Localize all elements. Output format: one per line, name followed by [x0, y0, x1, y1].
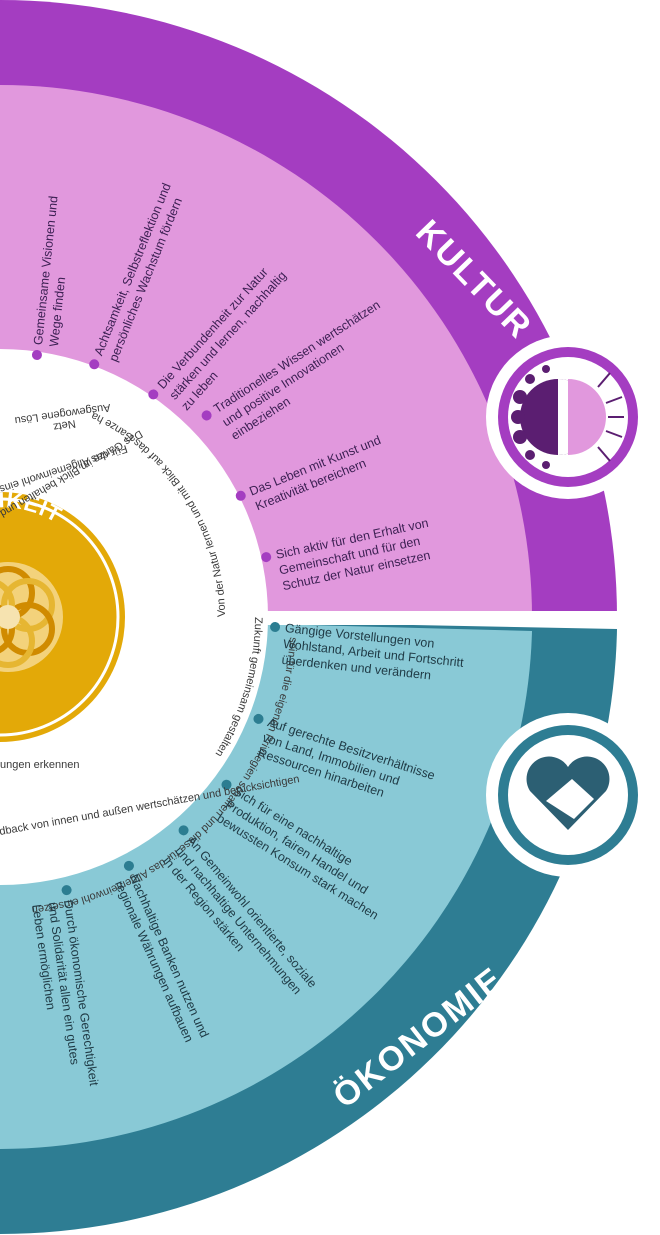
flower-of-life-icon: [0, 562, 63, 672]
inner-ring: [0, 349, 268, 885]
svg-text:Netz: Netz: [52, 417, 76, 433]
svg-text:ungen erkennen: ungen erkennen: [0, 759, 80, 771]
sun-moon-face-icon: [486, 335, 650, 499]
heart-handshake-icon: [486, 713, 650, 877]
